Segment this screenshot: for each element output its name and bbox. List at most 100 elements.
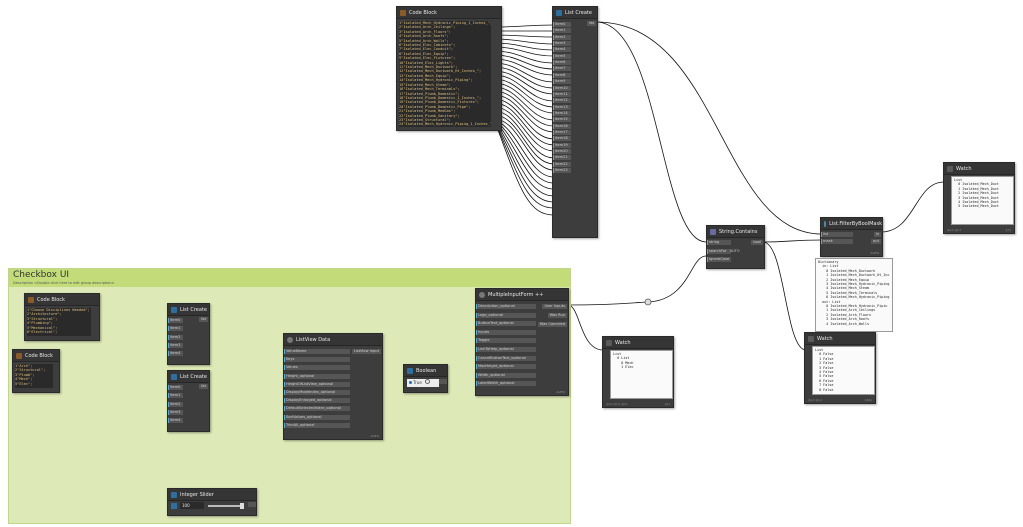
input-port-ignorecase[interactable]: ignoreCase xyxy=(707,257,731,262)
input-port-item14[interactable]: item14 xyxy=(553,110,571,116)
input-port-item10[interactable]: item10 xyxy=(553,85,571,91)
input-port-item1[interactable]: item1 xyxy=(553,28,571,34)
input-port-item4[interactable]: item4 xyxy=(168,418,183,424)
boolean-toggle[interactable]: True False xyxy=(407,379,439,392)
input-port-defaultselectedindex-optional[interactable]: DefaultSelectedIndex_optional xyxy=(284,406,350,412)
code-block-disciplines-list[interactable]: Code Block 1"Isolated_Mech_Hydronic_Pipi… xyxy=(396,6,502,131)
boolean-node[interactable]: Boolean True False xyxy=(403,364,448,393)
input-port-searchfor[interactable]: searchFor xyxy=(707,248,731,254)
input-port-item1[interactable]: item1 xyxy=(168,393,183,399)
input-port-item22[interactable]: item22 xyxy=(553,161,571,167)
group-title[interactable]: Checkbox UI xyxy=(13,270,70,280)
input-port-item2[interactable]: item2 xyxy=(168,401,183,407)
input-port-item2[interactable]: item2 xyxy=(553,34,571,40)
code-editor[interactable]: 1"Choose Disciplines Needed";2"Architect… xyxy=(27,308,91,336)
input-port-displaymodeindex-optional[interactable]: DisplayModeIndex_optional xyxy=(284,390,350,395)
input-port-item0[interactable]: item0 xyxy=(168,318,183,323)
input-port-toggle[interactable]: Toggle xyxy=(476,338,536,344)
multiple-input-form-node[interactable]: MultipleInputForm ++ AUTO Description_op… xyxy=(475,288,569,396)
input-port-item9[interactable]: item9 xyxy=(553,79,571,85)
input-port-item2[interactable]: item2 xyxy=(168,334,183,340)
output-port-bool[interactable]: bool xyxy=(751,240,763,245)
input-port-item17[interactable]: item17 xyxy=(553,129,571,135)
slider-track[interactable] xyxy=(208,505,244,507)
input-port-item18[interactable]: item18 xyxy=(553,136,571,142)
input-port-item13[interactable]: item13 xyxy=(553,104,571,110)
input-port-displayenlarged-optional[interactable]: DisplayEnlarged_optional xyxy=(284,398,350,404)
input-port-linktohelp-optional[interactable]: LinkToHelp_optional xyxy=(476,347,536,352)
input-port-item7[interactable]: item7 xyxy=(553,66,571,72)
input-port-item0[interactable]: item0 xyxy=(168,385,183,390)
input-port-item5[interactable]: item5 xyxy=(553,53,571,59)
input-port-item19[interactable]: item19 xyxy=(553,142,571,148)
input-port-item3[interactable]: item3 xyxy=(168,409,183,415)
chevron-down-icon[interactable] xyxy=(171,503,177,509)
watch-node-bool[interactable]: Watch List 0 False 1 False 2 False 3 Fal… xyxy=(804,332,876,404)
output-port-user-inputs[interactable]: User Inputs xyxy=(542,304,567,309)
input-port-trimall-optional[interactable]: TrimAll_optional xyxy=(284,422,350,428)
input-port-keys[interactable]: Keys xyxy=(284,357,350,363)
input-port-item3[interactable]: item3 xyxy=(168,342,183,348)
input-port-labelwidth-optional[interactable]: LabelWidth_optional xyxy=(476,381,536,387)
input-port-item15[interactable]: item15 xyxy=(553,117,571,123)
output-port-was-canceled[interactable]: Was Canceled xyxy=(537,322,567,327)
code-editor[interactable]: 1"Isolated_Mech_Hydronic_Piping_1_Inches… xyxy=(399,21,491,127)
false-radio[interactable] xyxy=(425,379,431,384)
input-port-item21[interactable]: item21 xyxy=(553,155,571,161)
input-port-sortvalues-optional[interactable]: SortValues_optional xyxy=(284,414,350,420)
watch-node-user-inputs[interactable]: Watch List 0 List 0 Mech 1 Elec @L3 @L2 … xyxy=(602,336,674,408)
output-port-list[interactable]: list xyxy=(198,317,208,322)
input-port-item4[interactable]: item4 xyxy=(168,351,183,357)
code-block-discipline-keys[interactable]: Code Block 1"Arch";2"Structural";3"Plumb… xyxy=(12,349,60,393)
input-port-item0[interactable]: item0 xyxy=(553,22,571,27)
input-port-item3[interactable]: item3 xyxy=(553,41,571,47)
group-header[interactable]: Checkbox UI Description <Double click he… xyxy=(9,269,570,287)
input-port-item16[interactable]: item16 xyxy=(553,123,571,129)
input-port-valuename[interactable]: ValueName xyxy=(284,349,350,354)
code-block-discipline-labels[interactable]: Code Block 1"Choose Disciplines Needed";… xyxy=(24,293,100,341)
watch-node-result[interactable]: Watch List 0 Isolated_Mech_Duct 1 Isolat… xyxy=(943,162,1015,234)
input-port-heightoflistview-optional[interactable]: HeightOfListView_optional xyxy=(284,381,350,387)
input-port-string[interactable]: string xyxy=(707,240,731,245)
input-port-width-optional[interactable]: Width_optional xyxy=(476,372,536,378)
input-port-list[interactable]: list xyxy=(821,232,853,237)
input-port-item11[interactable]: item11 xyxy=(553,91,571,97)
integer-slider-node[interactable]: Integer Slider 100 xyxy=(167,488,257,516)
true-radio[interactable] xyxy=(409,381,412,384)
input-port-item20[interactable]: item20 xyxy=(553,149,571,154)
input-port-item4[interactable]: item4 xyxy=(553,47,571,53)
input-port-item23[interactable]: item23 xyxy=(553,168,571,174)
input-port-buttontext-optional[interactable]: ButtonText_optional xyxy=(476,321,536,327)
code-editor[interactable]: 1"Arch";2"Structural";3"Plumb";4"Mech";5… xyxy=(15,364,53,388)
boolean-output-port[interactable] xyxy=(439,379,447,384)
output-port-listview-input[interactable]: ListView Input xyxy=(351,349,381,354)
input-port-item6[interactable]: item6 xyxy=(553,60,571,66)
output-port-was-run[interactable]: Was Run xyxy=(547,313,567,318)
input-port-item8[interactable]: item8 xyxy=(553,72,571,78)
input-port-mask[interactable]: mask xyxy=(821,239,853,244)
output-port-list[interactable]: list xyxy=(198,384,208,389)
output-port-list[interactable]: list xyxy=(586,21,596,26)
input-port-cancelbuttontext-optional[interactable]: CancelButtonText_optional xyxy=(476,355,536,361)
slider-value[interactable]: 100 xyxy=(180,502,204,509)
group-description[interactable]: Description <Double click here to edit g… xyxy=(13,281,115,285)
input-port-description-optional[interactable]: Description_optional xyxy=(476,304,536,309)
slider-output-port[interactable] xyxy=(248,502,256,507)
input-port-height-optional[interactable]: Height_optional xyxy=(284,373,350,379)
output-port-out[interactable]: out xyxy=(871,239,881,244)
input-port-inputs[interactable]: Inputs xyxy=(476,329,536,335)
slider-thumb[interactable] xyxy=(240,503,244,509)
input-port-logo-optional[interactable]: Logo_optional xyxy=(476,312,536,318)
input-port-maxheight-optional[interactable]: MaxHeight_optional xyxy=(476,364,536,370)
input-port-item12[interactable]: item12 xyxy=(553,98,571,104)
input-port-item1[interactable]: item1 xyxy=(168,326,183,332)
input-port-values[interactable]: Values xyxy=(284,365,350,371)
output-port-in[interactable]: in xyxy=(873,232,881,237)
